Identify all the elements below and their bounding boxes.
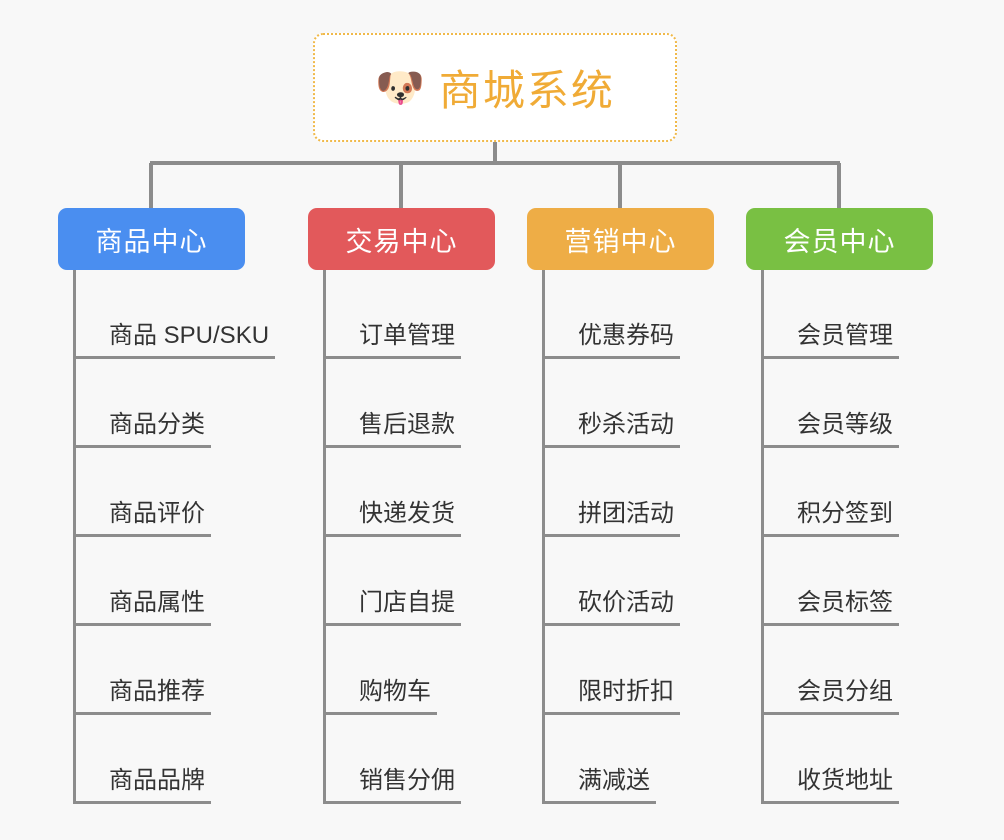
leaf-label: 商品推荐 [103, 671, 211, 715]
branch-trade-center: 交易中心 订单管理 售后退款 快递发货 门店自提 购物车 销售分佣 [308, 208, 495, 804]
leaf-label: 会员等级 [791, 404, 899, 448]
list-item[interactable]: 砍价活动 [542, 537, 714, 626]
branch-member-center: 会员中心 会员管理 会员等级 积分签到 会员标签 会员分组 收货地址 [746, 208, 933, 804]
leaf-label: 快递发货 [353, 493, 461, 537]
list-item[interactable]: 秒杀活动 [542, 359, 714, 448]
leaf-label: 门店自提 [353, 582, 461, 626]
list-item[interactable]: 商品属性 [72, 537, 278, 626]
list-item[interactable]: 订单管理 [323, 270, 495, 359]
list-item[interactable]: 会员分组 [761, 626, 933, 715]
list-item[interactable]: 快递发货 [323, 448, 495, 537]
branch-product-center: 商品中心 商品 SPU/SKU 商品分类 商品评价 商品属性 商品推荐 商品品牌 [58, 208, 278, 804]
leaf-label: 会员分组 [791, 671, 899, 715]
leaf-label: 商品 SPU/SKU [103, 315, 276, 359]
leaf-label: 售后退款 [353, 404, 461, 448]
leaf-label: 会员标签 [791, 582, 899, 626]
leaf-list-member-center: 会员管理 会员等级 积分签到 会员标签 会员分组 收货地址 [761, 270, 933, 804]
list-item[interactable]: 商品分类 [72, 359, 278, 448]
branch-header-label: 会员中心 [783, 226, 896, 257]
leaf-label: 销售分佣 [353, 760, 461, 804]
leaf-label: 砍价活动 [572, 582, 680, 626]
branch-header-member-center[interactable]: 会员中心 [746, 208, 933, 270]
leaf-label: 积分签到 [791, 493, 899, 537]
leaf-label: 优惠券码 [572, 315, 680, 359]
list-item[interactable]: 售后退款 [323, 359, 495, 448]
leaf-list-product-center: 商品 SPU/SKU 商品分类 商品评价 商品属性 商品推荐 商品品牌 [72, 270, 278, 804]
branch-header-label: 交易中心 [345, 226, 458, 257]
branch-header-product-center[interactable]: 商品中心 [58, 208, 245, 270]
leaf-label: 会员管理 [791, 315, 899, 359]
list-item[interactable]: 商品品牌 [72, 715, 278, 804]
branch-header-trade-center[interactable]: 交易中心 [308, 208, 495, 270]
leaf-list-trade-center: 订单管理 售后退款 快递发货 门店自提 购物车 销售分佣 [323, 270, 495, 804]
leaf-label: 购物车 [353, 671, 437, 715]
branch-header-label: 营销中心 [564, 226, 677, 257]
list-item[interactable]: 积分签到 [761, 448, 933, 537]
leaf-label: 拼团活动 [572, 493, 680, 537]
list-item[interactable]: 会员管理 [761, 270, 933, 359]
list-item[interactable]: 会员等级 [761, 359, 933, 448]
branch-header-label: 商品中心 [95, 226, 208, 257]
leaf-label: 秒杀活动 [572, 404, 680, 448]
list-item[interactable]: 商品 SPU/SKU [72, 270, 278, 359]
root-node[interactable]: 🐶 商城系统 [313, 33, 677, 142]
leaf-label: 商品品牌 [103, 760, 211, 804]
list-item[interactable]: 商品评价 [72, 448, 278, 537]
list-item[interactable]: 拼团活动 [542, 448, 714, 537]
list-item[interactable]: 门店自提 [323, 537, 495, 626]
root-title: 商城系统 [438, 67, 615, 114]
branch-header-marketing-center[interactable]: 营销中心 [527, 208, 714, 270]
leaf-label: 订单管理 [353, 315, 461, 359]
leaf-list-marketing-center: 优惠券码 秒杀活动 拼团活动 砍价活动 限时折扣 满减送 [542, 270, 714, 804]
list-item[interactable]: 限时折扣 [542, 626, 714, 715]
branch-marketing-center: 营销中心 优惠券码 秒杀活动 拼团活动 砍价活动 限时折扣 满减送 [527, 208, 714, 804]
shiba-dog-face-icon: 🐶 [375, 65, 425, 110]
leaf-label: 收货地址 [791, 760, 899, 804]
leaf-label: 商品属性 [103, 582, 211, 626]
list-item[interactable]: 满减送 [542, 715, 714, 804]
list-item[interactable]: 会员标签 [761, 537, 933, 626]
list-item[interactable]: 购物车 [323, 626, 495, 715]
list-item[interactable]: 收货地址 [761, 715, 933, 804]
list-item[interactable]: 商品推荐 [72, 626, 278, 715]
leaf-label: 商品评价 [103, 493, 211, 537]
list-item[interactable]: 销售分佣 [323, 715, 495, 804]
leaf-label: 满减送 [572, 760, 656, 804]
leaf-label: 限时折扣 [572, 671, 680, 715]
list-item[interactable]: 优惠券码 [542, 270, 714, 359]
leaf-label: 商品分类 [103, 404, 211, 448]
